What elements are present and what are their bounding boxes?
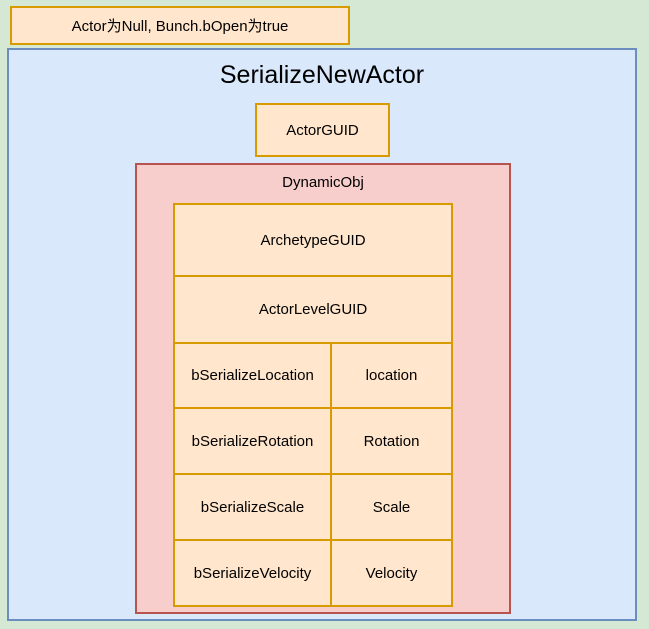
- table-row: bSerializeRotation Rotation: [173, 407, 454, 475]
- table-row: bSerializeVelocity Velocity: [173, 539, 454, 607]
- archetype-guid-cell: ArchetypeGUID: [172, 203, 454, 277]
- value-cell: location: [329, 342, 454, 409]
- condition-note: Actor为Null, Bunch.bOpen为true: [10, 6, 350, 45]
- table-row: ActorLevelGUID: [172, 275, 454, 344]
- dynamic-obj-table: ArchetypeGUID ActorLevelGUID bSerializeL…: [172, 203, 454, 607]
- flag-cell: bSerializeScale: [173, 473, 332, 541]
- table-row: bSerializeLocation location: [173, 342, 454, 409]
- serialize-new-actor-title: SerializeNewActor: [219, 61, 425, 89]
- flag-cell: bSerializeRotation: [173, 407, 332, 475]
- flag-cell: bSerializeLocation: [173, 342, 332, 409]
- condition-note-label: Actor为Null, Bunch.bOpen为true: [71, 18, 289, 35]
- table-row: ArchetypeGUID: [172, 203, 454, 277]
- actor-guid-box: ActorGUID: [255, 103, 390, 157]
- table-row: bSerializeScale Scale: [173, 473, 454, 541]
- dynamic-obj-box: DynamicObj ArchetypeGUID ActorLevelGUID …: [135, 163, 511, 614]
- serialize-new-actor-box: SerializeNewActor ActorGUID DynamicObj A…: [7, 48, 637, 621]
- actor-level-guid-cell: ActorLevelGUID: [172, 275, 454, 344]
- value-cell: Velocity: [329, 539, 454, 607]
- actor-guid-label: ActorGUID: [286, 121, 359, 139]
- flag-cell: bSerializeVelocity: [173, 539, 332, 607]
- value-cell: Rotation: [329, 407, 454, 475]
- value-cell: Scale: [329, 473, 454, 541]
- dynamic-obj-title: DynamicObj: [282, 174, 364, 191]
